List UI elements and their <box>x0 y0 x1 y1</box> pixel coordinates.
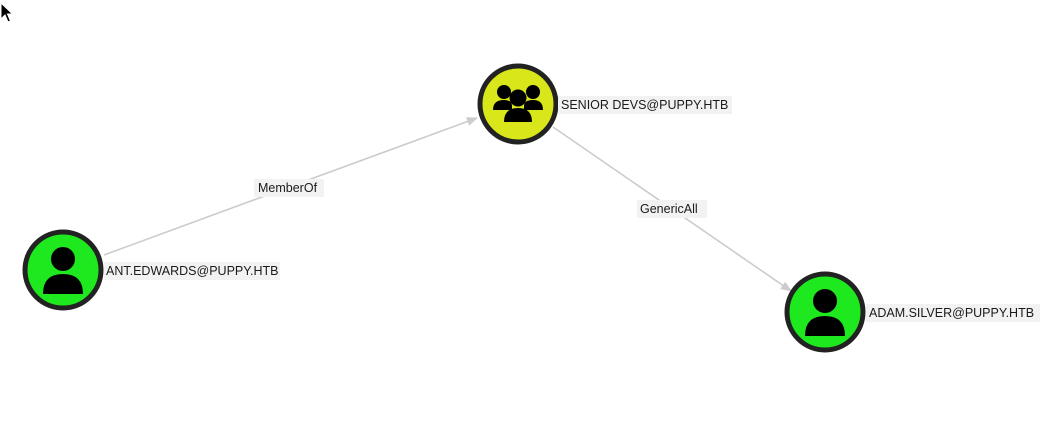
node-adam-silver[interactable]: ADAM.SILVER@PUPPY.HTB <box>784 271 1040 353</box>
node-senior-devs[interactable]: SENIOR DEVS@PUPPY.HTB <box>477 63 732 145</box>
node-ant-edwards[interactable]: ANT.EDWARDS@PUPPY.HTB <box>22 229 280 311</box>
user-icon <box>43 247 83 294</box>
edge-label-memberof: MemberOf <box>258 181 318 195</box>
mouse-cursor-icon <box>0 2 14 23</box>
edge-memberof[interactable]: MemberOf <box>103 117 479 256</box>
node-label-senior-devs: SENIOR DEVS@PUPPY.HTB <box>561 98 728 112</box>
edge-genericall[interactable]: GenericAll <box>552 126 792 292</box>
user-icon <box>805 289 845 336</box>
group-icon <box>493 85 543 122</box>
node-label-ant-edwards: ANT.EDWARDS@PUPPY.HTB <box>106 264 278 278</box>
edge-label-genericall: GenericAll <box>640 202 698 216</box>
node-label-adam-silver: ADAM.SILVER@PUPPY.HTB <box>869 306 1034 320</box>
